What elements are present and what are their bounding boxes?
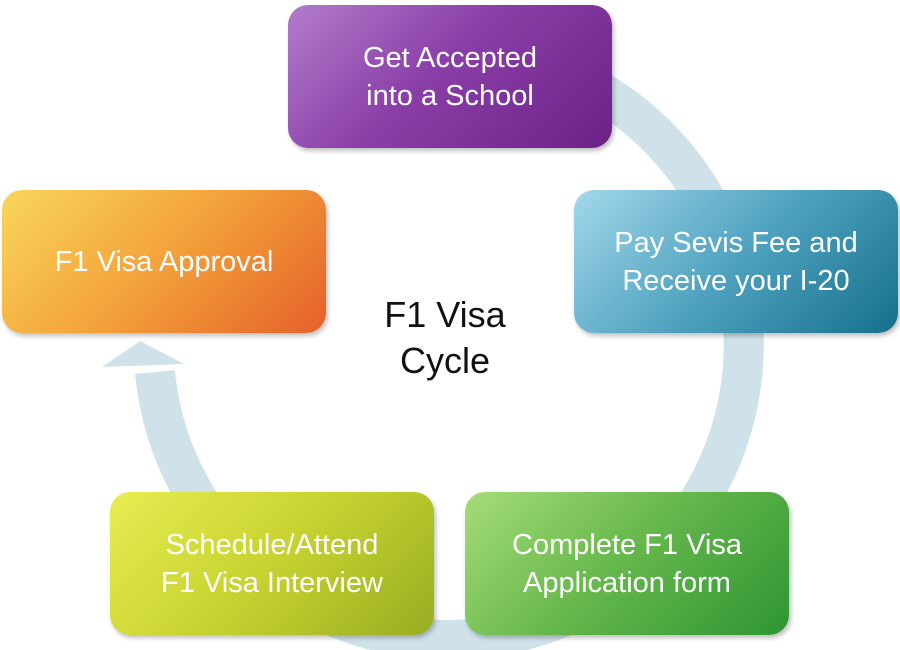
- arrowhead-icon: [102, 341, 184, 367]
- step-text: F1 Visa Interview: [161, 566, 383, 599]
- step-get-accepted: Get Accepted into a School: [288, 5, 612, 148]
- step-text: Application form: [523, 566, 731, 599]
- step-text: into a School: [366, 79, 534, 112]
- title-line: Cycle: [399, 340, 491, 381]
- step-text: Get Accepted: [362, 41, 538, 74]
- step-visa-approval: F1 Visa Approval: [2, 190, 326, 333]
- step-text: Schedule/Attend: [165, 528, 379, 561]
- diagram-title: F1 Visa Cycle: [340, 292, 550, 384]
- step-text: Pay Sevis Fee and: [614, 226, 858, 259]
- step-text: Receive your I-20: [622, 264, 850, 297]
- title-line: F1 Visa: [384, 294, 506, 335]
- step-text: F1 Visa Approval: [54, 245, 274, 278]
- step-schedule-interview: Schedule/Attend F1 Visa Interview: [110, 492, 434, 635]
- step-text: Complete F1 Visa: [512, 528, 742, 561]
